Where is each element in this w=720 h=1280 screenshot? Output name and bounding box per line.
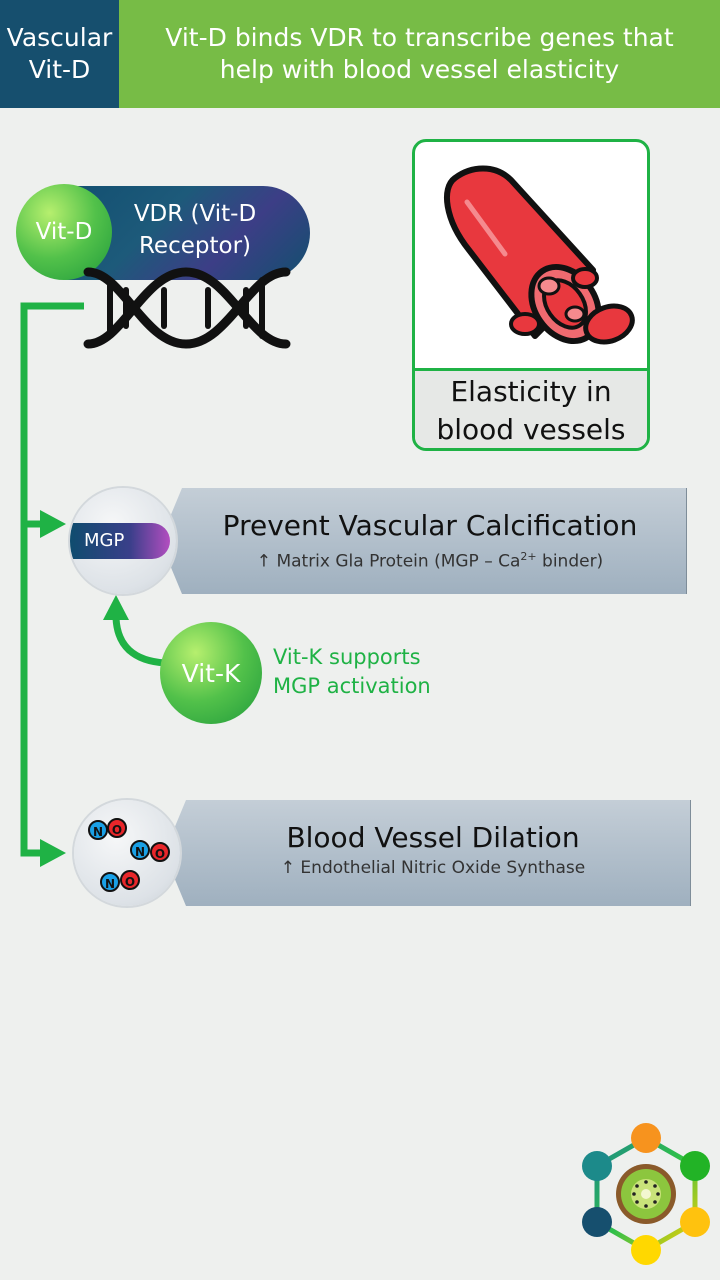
vit-k-label: Vit-K (181, 658, 241, 688)
calcification-subtitle-end: binder) (536, 551, 604, 572)
blood-vessel-icon (443, 165, 635, 345)
vit-k-note-line1: Vit-K supports (273, 645, 421, 669)
dilation-title: Blood Vessel Dilation (286, 821, 580, 854)
oxygen-atom: O (150, 842, 170, 862)
vit-k-note: Vit-K supports MGP activation (273, 643, 431, 701)
nitrogen-atom: N (100, 872, 120, 892)
kiwi-logo-icon (582, 1123, 710, 1265)
dilation-subtitle: ↑ Endothelial Nitric Oxide Synthase (280, 858, 586, 878)
dilation-banner (164, 800, 691, 906)
vit-d-label: Vit-D (35, 219, 93, 245)
header-title: Vit-D binds VDR to transcribe genes that… (119, 0, 720, 108)
mgp-disc: MGP (70, 488, 176, 594)
calcification-banner (160, 488, 687, 594)
oxygen-atom: O (120, 870, 140, 890)
vit-d-ball: Vit-D (16, 184, 112, 280)
oxygen-atom: O (107, 818, 127, 838)
nitric-oxide-disc: N O N O N O (74, 800, 180, 906)
header-left-line1: Vascular (6, 23, 113, 52)
mgp-badge: MGP (70, 523, 170, 559)
nitrogen-atom: N (88, 820, 108, 840)
vitk-curve-arrow-line (112, 617, 166, 667)
dna-helix-icon (83, 267, 291, 349)
calcification-subtitle: ↑ Matrix Gla Protein (MGP – Ca2+ binder) (180, 545, 680, 574)
main-pathway-line (20, 302, 84, 857)
arrowhead-dilation (40, 839, 66, 867)
calcification-subtitle-main: ↑ Matrix Gla Protein (MGP – Ca (256, 551, 521, 572)
vdr-receptor-label: VDR (Vit-D Receptor) (133, 201, 257, 259)
elasticity-caption: Elasticity in blood vessels (415, 368, 647, 448)
calcium-charge: 2+ (520, 550, 537, 563)
header-section-label: Vascular Vit-D (0, 0, 119, 108)
header-title-text: Vit-D binds VDR to transcribe genes that… (165, 23, 674, 84)
arrowhead-calcification (40, 510, 66, 538)
calcification-title: Prevent Vascular Calcification (222, 509, 638, 542)
header-left-line2: Vit-D (28, 55, 91, 84)
arrowhead-vitk (103, 595, 129, 620)
vit-k-ball: Vit-K (160, 622, 262, 724)
elasticity-card: Elasticity in blood vessels (412, 139, 650, 451)
vit-k-note-line2: MGP activation (273, 674, 431, 698)
nitrogen-atom: N (130, 840, 150, 860)
